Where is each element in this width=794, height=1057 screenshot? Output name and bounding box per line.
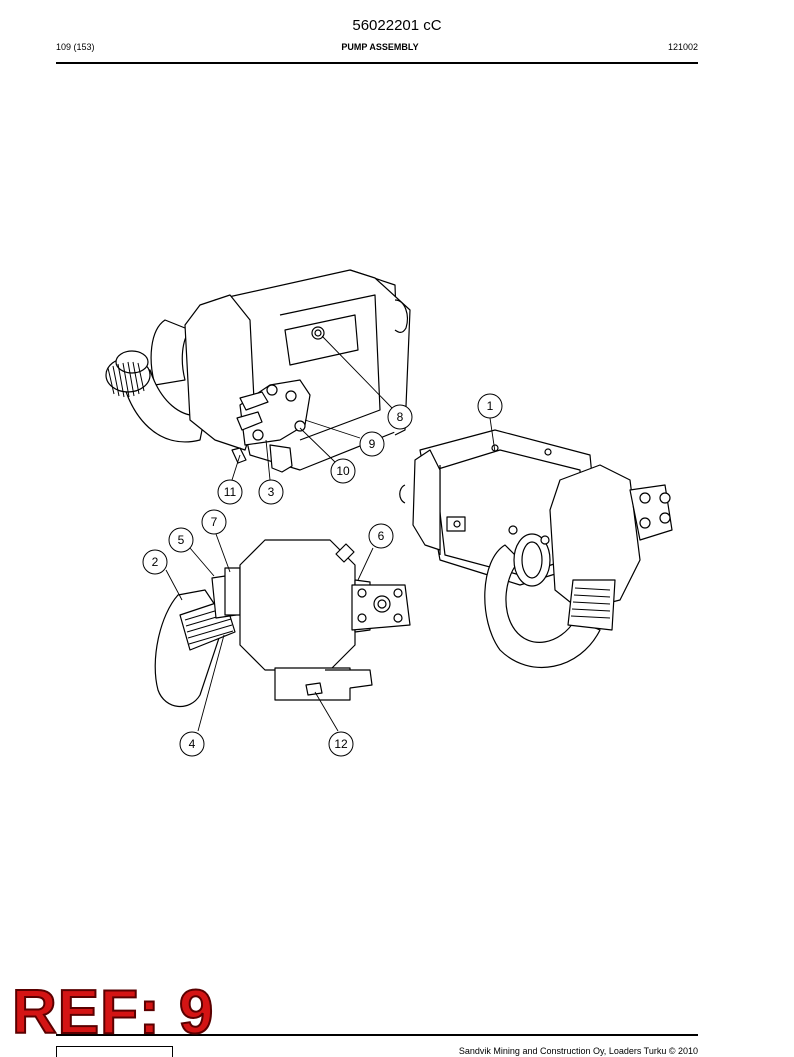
leader-lines [165,335,496,732]
callout-5: 5 [168,527,194,553]
svg-text:10: 10 [336,464,350,478]
callout-10: 10 [330,458,356,484]
pump-flange-right [629,484,673,541]
callout-3: 3 [258,479,284,505]
document-number: 56022201 cC [352,17,442,34]
pump-view-right [399,429,673,668]
page-count: 109 (153) [56,42,95,52]
svg-text:11: 11 [224,485,237,499]
header-rule [56,62,698,64]
svg-text:4: 4 [189,737,196,751]
part-group-number: 121002 [667,42,698,52]
callout-9: 9 [359,431,385,457]
callout-11: 11 [217,479,243,505]
copyright-text: Sandvik Mining and Construction Oy, Load… [458,1046,698,1056]
pump-view-upper [105,269,411,473]
hose-fitting-upper [105,350,151,398]
callout-4: 4 [179,731,205,757]
svg-text:12: 12 [334,737,348,751]
pump-view-lower [154,539,411,708]
footer-rule [56,1034,698,1036]
callout-6: 6 [368,523,394,549]
ref-stamp: REF: 9 [11,978,215,1047]
svg-text:9: 9 [369,437,376,451]
svg-text:7: 7 [211,515,218,529]
hose-fitting-right [567,579,616,631]
svg-text:1: 1 [487,399,494,413]
svg-text:3: 3 [268,485,275,499]
svg-text:2: 2 [152,555,159,569]
logo [56,1046,173,1057]
callout-8: 8 [387,404,413,430]
callout-1: 1 [477,393,503,419]
callout-2: 2 [142,549,168,575]
callouts: 8 9 10 11 3 1 7 5 [142,393,503,757]
svg-text:5: 5 [178,533,185,547]
callout-12: 12 [328,731,354,757]
callout-7: 7 [201,509,227,535]
section-title: PUMP ASSEMBLY [341,42,419,52]
svg-text:8: 8 [397,410,404,424]
svg-text:6: 6 [378,529,385,543]
